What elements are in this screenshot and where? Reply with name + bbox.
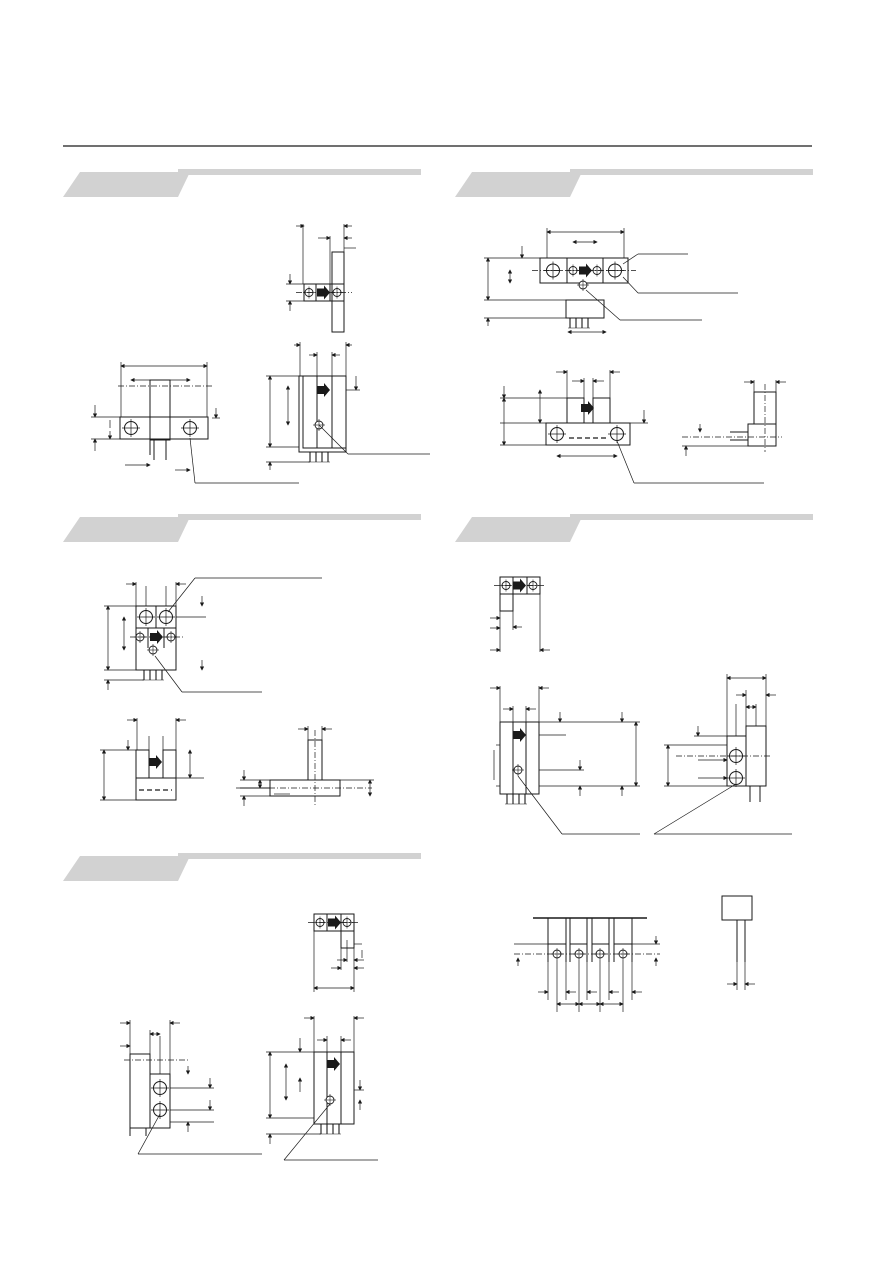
bottom-left-front-view: [266, 1015, 378, 1161]
bottom-left-top-view: [308, 913, 364, 992]
top-right-front-view: [500, 369, 764, 484]
section-header-top-left: [63, 169, 421, 197]
middle-left-rear-view: [100, 717, 204, 801]
top-left-side-view: [91, 362, 299, 484]
bottom-left-side-view: [120, 1020, 262, 1155]
middle-right-side-view: [653, 674, 792, 835]
middle-left-front-view: [104, 577, 322, 693]
top-right-top-view: [484, 228, 738, 335]
middle-right-front-view: [490, 685, 640, 835]
middle-right-mounting-detail: [514, 917, 660, 1012]
top-left-front-view: [266, 342, 430, 470]
top-left-top-view: [286, 223, 356, 333]
top-right-side-view: [682, 379, 786, 456]
middle-left-side-view: [236, 726, 374, 806]
section-header-top-right: [455, 169, 813, 197]
section-header-bottom-left: [63, 853, 421, 881]
section-header-middle-left: [63, 514, 421, 542]
section-header-middle-right: [455, 514, 813, 542]
middle-right-pin-detail: [721, 895, 755, 990]
middle-right-top-view: [490, 576, 550, 653]
